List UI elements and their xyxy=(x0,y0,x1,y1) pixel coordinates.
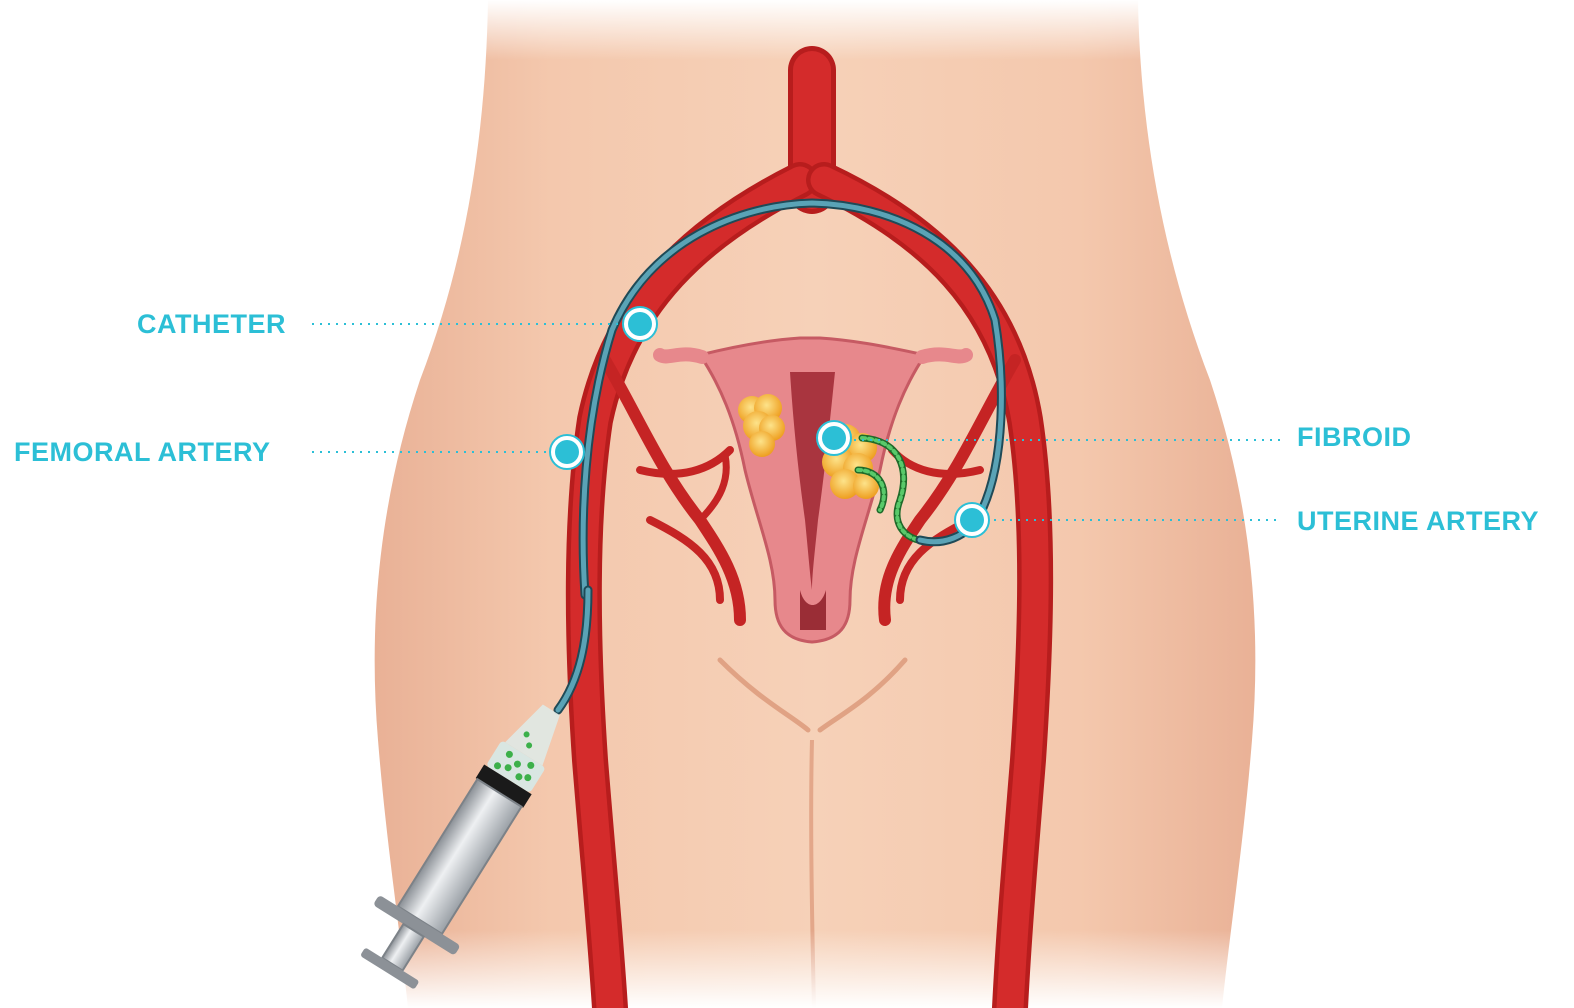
femoral-artery-label: FEMORAL ARTERY xyxy=(14,439,271,466)
catheter-marker xyxy=(623,307,657,341)
uterine-artery-marker xyxy=(955,503,989,537)
fibroid-label: FIBROID xyxy=(1297,424,1412,451)
fibroid-marker xyxy=(817,421,851,455)
catheter-label: CATHETER xyxy=(137,311,286,338)
femoral-artery-marker xyxy=(550,435,584,469)
uterine-artery-label: UTERINE ARTERY xyxy=(1297,508,1539,535)
